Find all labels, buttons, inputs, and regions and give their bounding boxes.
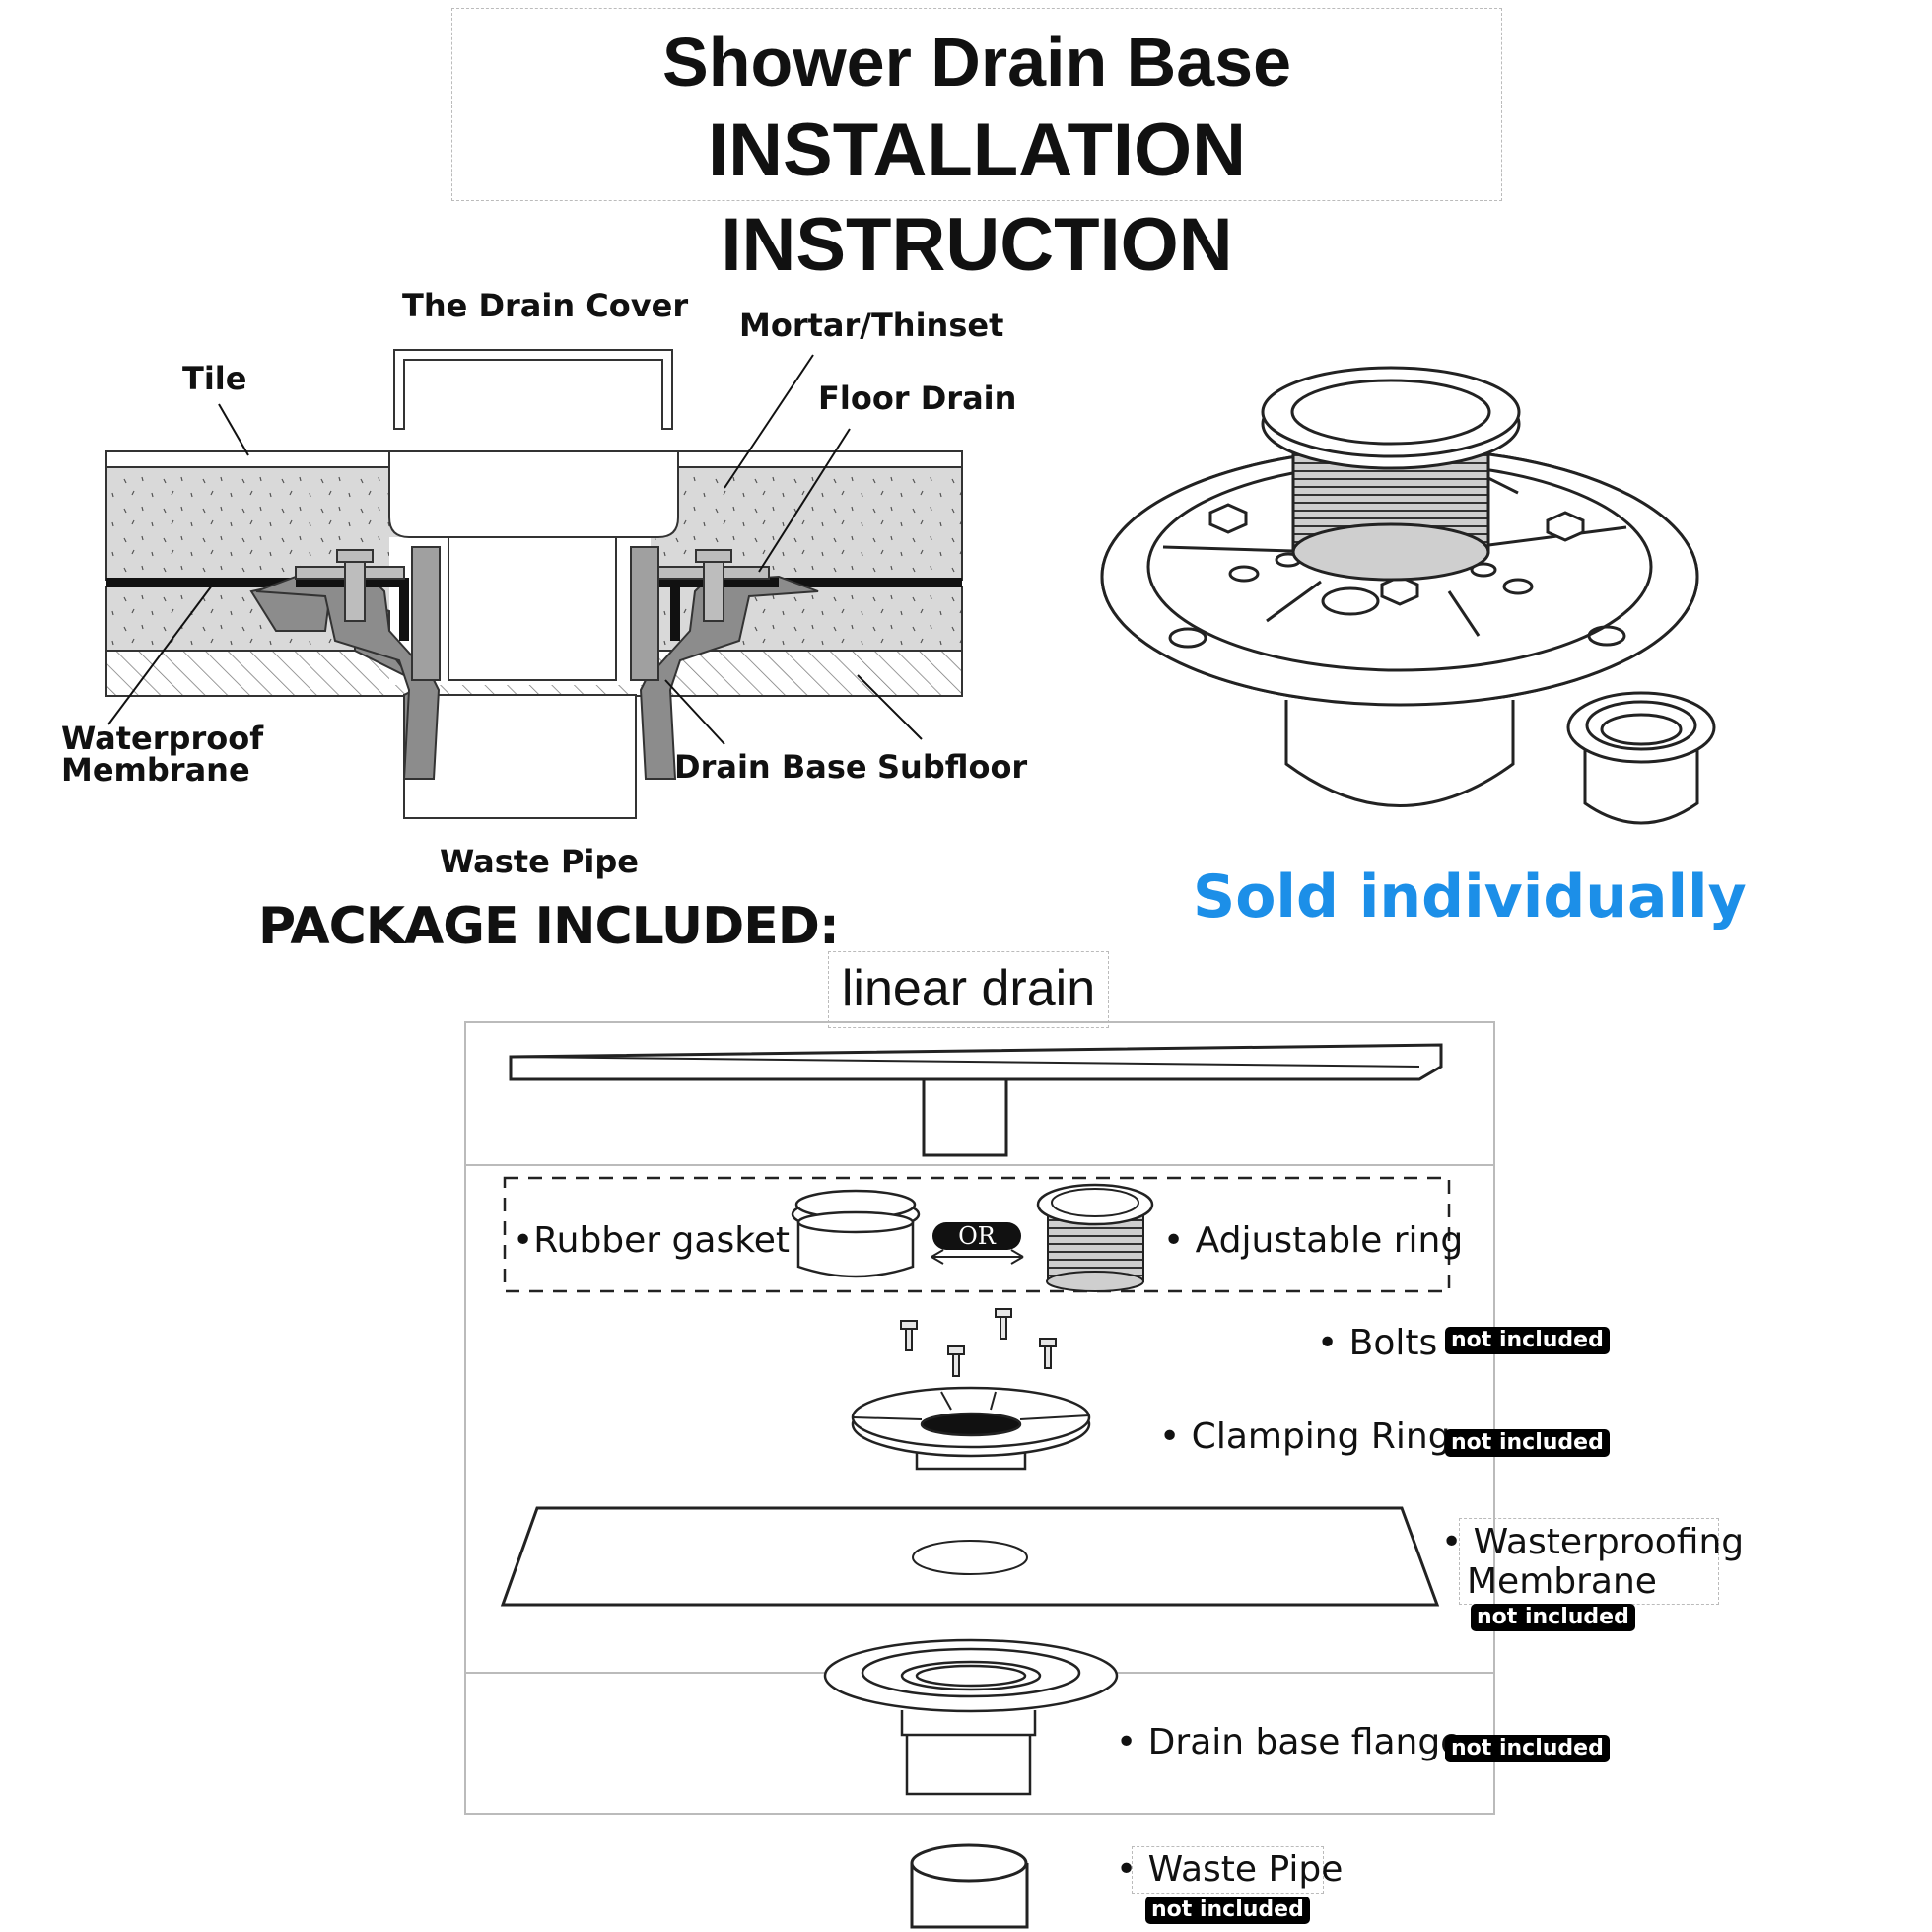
drain-base-product-illustration [1100, 366, 1716, 825]
waste-pipe-image [910, 1843, 1029, 1929]
label-drain-cover: The Drain Cover [402, 287, 689, 324]
badge-not-included-membrane: not included [1471, 1604, 1635, 1631]
badge-not-included-bolts: not included [1445, 1327, 1610, 1354]
item-clamping-ring: • Clamping Ring [1159, 1416, 1451, 1457]
label-subfloor: Subfloor [877, 748, 1028, 786]
package-heading: PACKAGE INCLUDED: [258, 897, 840, 956]
adjustable-ring-image [1036, 1183, 1154, 1292]
item-adjustable-ring: • Adjustable ring [1163, 1220, 1464, 1261]
sold-individually-note: Sold individually [1193, 862, 1747, 932]
or-pill [932, 1222, 1021, 1250]
label-waste-pipe: Waste Pipe [440, 843, 639, 880]
label-waterproof-membrane: Waterproof Membrane [61, 723, 263, 786]
item-waterproofing-membrane: • Wasterproofing Membrane [1441, 1523, 1744, 1602]
item-bolts: • Bolts [1317, 1323, 1438, 1363]
item-rubber-gasket: •Rubber gasket [513, 1220, 791, 1261]
drain-base-flange-image [823, 1638, 1119, 1796]
title-frame [451, 8, 1502, 201]
cross-section-diagram [105, 349, 963, 819]
item-waste-pipe: • Waste Pipe [1116, 1849, 1344, 1890]
label-tile: Tile [182, 360, 247, 397]
or-label: OR [958, 1222, 996, 1250]
label-mortar: Mortar/Thinset [739, 307, 1004, 344]
item-membrane-line1: • Wasterproofing [1441, 1522, 1745, 1562]
clamping-ring-image [851, 1386, 1091, 1471]
drain-cover [393, 349, 673, 430]
linear-drain-label: linear drain [828, 951, 1109, 1028]
package-diagram [464, 1021, 1495, 1929]
badge-not-included-flange: not included [1445, 1735, 1610, 1762]
floor-drain-body [388, 450, 679, 538]
item-drain-base-flange: • Drain base flange [1116, 1722, 1463, 1762]
waste-pipe-label-frame [1132, 1846, 1324, 1894]
badge-not-included-waste-pipe: not included [1145, 1897, 1310, 1924]
label-waterproof-line1: Waterproof [61, 720, 264, 757]
option-box [503, 1176, 1451, 1293]
label-drain-base: Drain Base [674, 748, 867, 786]
label-waterproof-line2: Membrane [61, 751, 250, 789]
label-floor-drain: Floor Drain [818, 380, 1017, 417]
item-membrane-line2: Membrane [1467, 1561, 1657, 1602]
badge-not-included-clamping: not included [1445, 1429, 1610, 1457]
waste-pipe-section [403, 694, 637, 819]
linear-drain-outlet [922, 1077, 1008, 1157]
page-title: Shower Drain Base [662, 24, 1291, 101]
rubber-gasket-image [791, 1189, 921, 1278]
page-subtitle: INSTALLATION INSTRUCTION [708, 108, 1246, 287]
bolts-image [900, 1308, 1057, 1377]
